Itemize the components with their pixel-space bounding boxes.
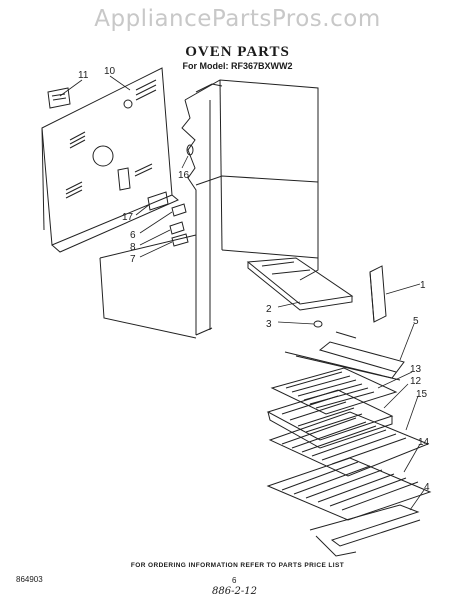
callout-labels: 11 10 16 17 6 8 7 1 2 3 5 13 12 15 14 4 (78, 66, 430, 493)
page-title: OVEN PARTS (185, 44, 290, 60)
part-6-clip (171, 203, 187, 217)
part-2-tray (246, 257, 354, 311)
callout-12: 12 (410, 376, 422, 387)
callout-17: 17 (122, 212, 134, 223)
callout-1: 1 (420, 280, 426, 291)
handwritten-note: 886-2-12 (212, 586, 257, 597)
part-14-rack (266, 457, 432, 521)
part-3-knob (313, 320, 323, 328)
part-12-broil-pan (266, 389, 394, 449)
callout-14: 14 (418, 437, 430, 448)
callout-7: 7 (130, 254, 136, 265)
drawing-code: 864903 (16, 575, 43, 584)
watermark: AppliancePartsPros.com (94, 6, 381, 32)
callout-5: 5 (413, 316, 419, 327)
ordering-footer: FOR ORDERING INFORMATION REFER TO PARTS … (130, 562, 345, 569)
callout-11: 11 (78, 70, 89, 81)
callout-3: 3 (266, 319, 272, 330)
callout-15: 15 (416, 389, 428, 400)
model-line: For Model: RF367BXWW2 (182, 61, 293, 71)
part-16-plug (186, 144, 194, 156)
oven-cabinet (99, 79, 319, 339)
callout-10: 10 (104, 66, 116, 77)
part-1-trim (369, 265, 387, 323)
leader-lines (59, 75, 425, 511)
part-8-clip (169, 221, 185, 235)
callout-6: 6 (130, 230, 136, 241)
part-4-element (309, 504, 421, 557)
callout-13: 13 (410, 364, 422, 375)
callout-16: 16 (178, 170, 190, 181)
callout-8: 8 (130, 242, 136, 253)
part-5-bake-element (284, 331, 405, 381)
part-10-rear-panel (41, 67, 179, 253)
part-7-clip (171, 233, 189, 247)
page-number: 6 (232, 576, 237, 585)
part-17-bracket (147, 191, 169, 211)
part-15-rack (268, 411, 430, 477)
callout-2: 2 (266, 304, 272, 315)
callout-4: 4 (424, 482, 430, 493)
